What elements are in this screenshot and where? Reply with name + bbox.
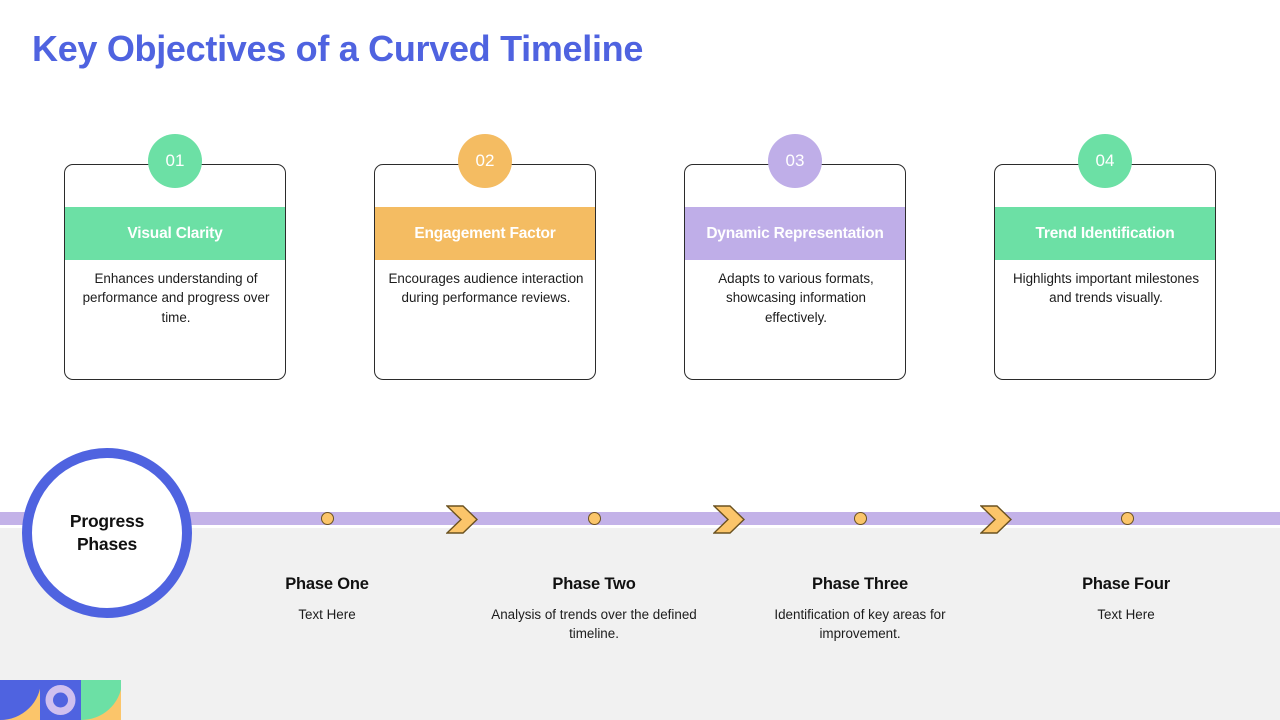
objective-card-2-badge: 02 <box>458 134 512 188</box>
timeline-dot-1[interactable] <box>321 512 334 525</box>
objective-card-3-band: Dynamic Representation <box>685 207 905 260</box>
objective-card-4-title: Trend Identification <box>1035 224 1175 242</box>
logo-tile-leaf-icon <box>80 680 121 720</box>
phase-1-description: Text Here <box>298 607 356 622</box>
phase-block-4: Phase Four Text Here <box>1011 575 1241 624</box>
phase-3-description: Identification of key areas for improvem… <box>774 607 946 642</box>
timeline-track <box>0 512 1280 525</box>
objective-card-1[interactable]: Visual Clarity Enhances understanding of… <box>64 164 286 380</box>
objective-card-3-number: 03 <box>785 151 805 170</box>
objective-card-4-band: Trend Identification <box>995 207 1215 260</box>
progress-phases-label-line1: Progress <box>69 510 145 531</box>
phase-block-1: Phase One Text Here <box>212 575 442 624</box>
logo-tile-quarter-circle-icon <box>0 680 41 720</box>
objective-card-3-badge: 03 <box>768 134 822 188</box>
logo-tile-ring-icon <box>40 680 81 720</box>
objective-card-4-number: 04 <box>1095 151 1115 170</box>
objective-card-3[interactable]: Dynamic Representation Adapts to various… <box>684 164 906 380</box>
objective-card-4-description: Highlights important milestones and tren… <box>1012 271 1200 306</box>
objective-card-1-number: 01 <box>165 151 185 170</box>
timeline-chevron-icon-1 <box>445 505 479 534</box>
phase-2-description: Analysis of trends over the defined time… <box>491 607 697 642</box>
timeline-dot-2[interactable] <box>588 512 601 525</box>
objective-card-2-number: 02 <box>475 151 495 170</box>
phase-3-title: Phase Three <box>812 575 908 593</box>
progress-phases-label: Progress Phases <box>70 510 144 556</box>
objective-card-4-badge: 04 <box>1078 134 1132 188</box>
objective-card-1-band: Visual Clarity <box>65 207 285 260</box>
timeline-dot-3[interactable] <box>854 512 867 525</box>
phase-block-3: Phase Three Identification of key areas … <box>745 575 975 643</box>
progress-phases-hub[interactable]: Progress Phases <box>22 448 192 618</box>
brand-logo <box>0 680 121 720</box>
timeline-chevron-icon-3 <box>979 505 1013 534</box>
objective-card-3-description: Adapts to various formats, showcasing in… <box>718 271 874 325</box>
lower-background-plate <box>0 528 1280 720</box>
phase-1-title: Phase One <box>285 575 369 593</box>
progress-phases-label-line2: Phases <box>76 534 138 554</box>
phase-2-title: Phase Two <box>552 575 636 593</box>
page-title: Key Objectives of a Curved Timeline <box>32 28 644 69</box>
objective-card-1-description: Enhances understanding of performance an… <box>82 271 270 325</box>
objective-card-1-title: Visual Clarity <box>127 224 223 242</box>
timeline-dot-4[interactable] <box>1121 512 1134 525</box>
objective-card-3-title: Dynamic Representation <box>706 224 884 242</box>
objective-card-2-band: Engagement Factor <box>375 207 595 260</box>
objective-card-2[interactable]: Engagement Factor Encourages audience in… <box>374 164 596 380</box>
objective-card-2-description: Encourages audience interaction during p… <box>388 271 584 306</box>
objective-card-4[interactable]: Trend Identification Highlights importan… <box>994 164 1216 380</box>
phase-4-title: Phase Four <box>1082 575 1170 593</box>
timeline-chevron-icon-2 <box>712 505 746 534</box>
phase-block-2: Phase Two Analysis of trends over the de… <box>479 575 709 643</box>
objective-card-1-badge: 01 <box>148 134 202 188</box>
objective-card-2-title: Engagement Factor <box>414 224 556 242</box>
phase-4-description: Text Here <box>1097 607 1155 622</box>
